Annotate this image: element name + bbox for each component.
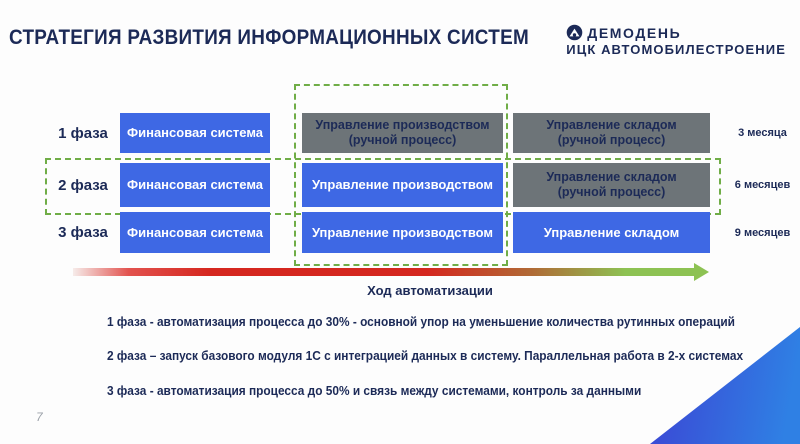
box-label: Управление производством: [311, 224, 494, 240]
box-label: Управление складом: [546, 118, 677, 132]
box-label: Финансовая система: [127, 224, 263, 240]
phase3-production-box: Управление производством: [302, 212, 503, 253]
box-label: Управление складом: [543, 224, 680, 240]
box-label: Управление производством: [311, 177, 494, 193]
page-title: СТРАТЕГИЯ РАЗВИТИЯ ИНФОРМАЦИОННЫХ СИСТЕМ: [9, 26, 529, 49]
box-sublabel: (ручной процесс): [348, 133, 457, 147]
phase3-finance-box: Финансовая система: [120, 212, 270, 253]
phase2-warehouse-box: Управление складом (ручной процесс): [513, 163, 710, 207]
phase2-duration: 6 месяцев: [734, 179, 791, 191]
logo-line1: ДЕМОДЕНЬ: [566, 24, 786, 41]
phase1-production-box: Управление производством (ручной процесс…: [302, 113, 503, 153]
note-phase1: 1 фаза - автоматизация процесса до 30% -…: [107, 315, 735, 329]
box-sublabel: (ручной процесс): [557, 133, 666, 147]
arrow-head-icon: [694, 263, 709, 281]
company-logo: ДЕМОДЕНЬ ИЦК АВТОМОБИЛЕСТРОЕНИЕ: [566, 24, 786, 58]
box-label: Финансовая система: [127, 125, 263, 141]
note-phase3: 3 фаза - автоматизация процесса до 50% и…: [107, 384, 642, 398]
phase2-label: 2 фаза: [58, 176, 108, 194]
logo-text-ick: ИЦК АВТОМОБИЛЕСТРОЕНИЕ: [566, 42, 786, 57]
phase3-duration: 9 месяцев: [734, 226, 791, 239]
box-label: Управление производством: [315, 118, 490, 132]
logo-text-demoday: ДЕМОДЕНЬ: [587, 24, 682, 41]
phase1-finance-box: Финансовая система: [120, 113, 270, 153]
automation-progress-arrow: [73, 268, 694, 276]
arrow-label: Ход автоматизации: [367, 283, 493, 298]
phase1-warehouse-box: Управление складом (ручной процесс): [513, 113, 710, 153]
phase1-duration: 3 месяца: [738, 127, 787, 139]
page-number: 7: [36, 410, 43, 424]
box-label: Управление складом: [546, 170, 677, 184]
phase2-finance-box: Финансовая система: [120, 163, 270, 207]
box-label: Финансовая система: [127, 177, 263, 193]
phase1-label: 1 фаза: [58, 124, 108, 142]
phase3-label: 3 фаза: [58, 224, 108, 241]
phase3-warehouse-box: Управление складом: [513, 212, 710, 253]
circle-triangle-logo-icon: [566, 24, 583, 41]
phase2-production-box: Управление производством: [302, 163, 503, 207]
box-sublabel: (ручной процесс): [557, 185, 666, 199]
corner-decoration-triangle: [650, 327, 800, 444]
note-phase2: 2 фаза – запуск базового модуля 1С с инт…: [107, 349, 744, 363]
